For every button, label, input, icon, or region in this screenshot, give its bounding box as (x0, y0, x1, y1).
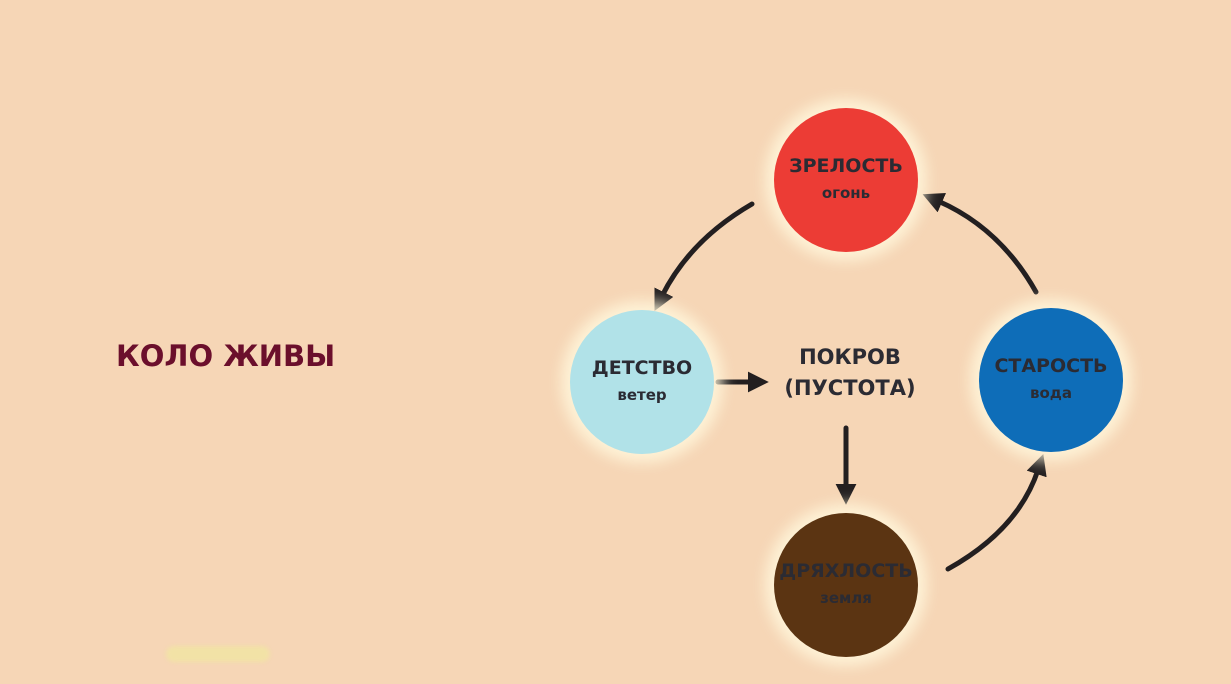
node-element: земля (820, 589, 872, 607)
arrow-dryakh-to-starost (945, 454, 1047, 572)
center-label-line2: (ПУСТОТА) (784, 376, 916, 400)
arrow-zrelost-to-detstvo (654, 201, 755, 312)
node-element: ветер (617, 386, 667, 404)
center-label-line1: ПОКРОВ (799, 345, 901, 369)
node-dryakhlost: ДРЯХЛОСТЬ земля (774, 513, 918, 657)
node-name: ЗРЕЛОСТЬ (789, 155, 903, 177)
node-element: вода (1029, 384, 1073, 402)
arrow-starost-to-zrelost (922, 193, 1039, 295)
node-name: ДЕТСТВО (591, 357, 693, 379)
node-name: СТАРОСТЬ (994, 355, 1108, 377)
node-zrelost: ЗРЕЛОСТЬ огонь (774, 108, 918, 252)
node-element: огонь (821, 184, 871, 202)
diagram-title: КОЛО ЖИВЫ (116, 339, 336, 373)
node-starost: СТАРОСТЬ вода (979, 308, 1123, 452)
decorative-smudge (166, 646, 270, 662)
center-label: ПОКРОВ (ПУСТОТА) (770, 342, 930, 404)
node-name: ДРЯХЛОСТЬ (779, 560, 913, 582)
node-detstvo: ДЕТСТВО ветер (570, 310, 714, 454)
